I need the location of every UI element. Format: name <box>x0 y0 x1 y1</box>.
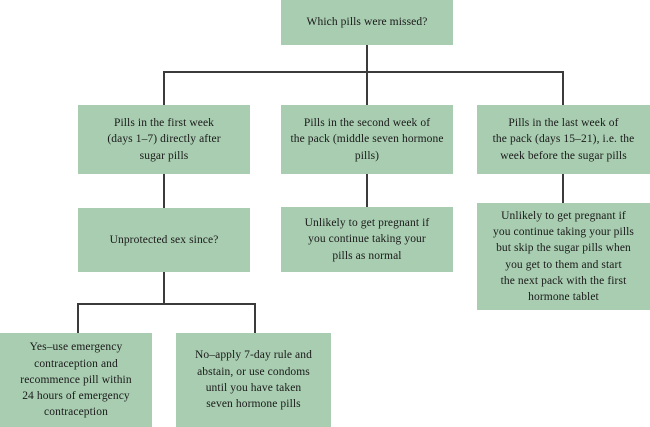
node-last-week: Pills in the last week of the pack (days… <box>477 105 650 174</box>
node-unprotected-sex-question: Unprotected sex since? <box>78 208 250 272</box>
node-yes-emergency-contraception: Yes–use emergency contraception and reco… <box>0 333 152 427</box>
node-label: Unlikely to get pregnant if you continue… <box>493 209 634 304</box>
node-label: Pills in the first week (days 1–7) direc… <box>107 117 221 162</box>
node-which-pills-missed: Which pills were missed? <box>281 0 453 45</box>
node-label: No–apply 7-day rule and abstain, or use … <box>195 349 312 411</box>
node-no-seven-day-rule: No–apply 7-day rule and abstain, or use … <box>176 333 331 427</box>
node-first-week: Pills in the first week (days 1–7) direc… <box>78 105 250 174</box>
edge-drop-yes-outcome <box>77 303 79 334</box>
edge-drop-second-week <box>366 71 368 106</box>
node-last-week-advice: Unlikely to get pregnant if you continue… <box>477 203 650 310</box>
edge-level1-split-bar <box>163 71 564 73</box>
node-label: Pills in the last week of the pack (days… <box>492 117 635 162</box>
edge-drop-no-outcome <box>254 303 256 334</box>
edge-question-stem <box>163 272 165 304</box>
node-second-week-advice: Unlikely to get pregnant if you continue… <box>281 207 453 272</box>
node-label: Unprotected sex since? <box>109 233 219 246</box>
node-label: Unlikely to get pregnant if you continue… <box>304 217 430 262</box>
edge-first-week-to-question <box>163 174 165 208</box>
edge-level3-split-bar <box>77 303 256 305</box>
node-label: Which pills were missed? <box>306 16 428 29</box>
edge-second-week-to-advice <box>366 174 368 207</box>
edge-root-stem <box>366 45 368 72</box>
node-label: Pills in the second week of the pack (mi… <box>290 117 444 162</box>
edge-last-week-to-advice <box>562 174 564 203</box>
edge-drop-first-week <box>163 71 165 106</box>
edge-drop-last-week <box>562 71 564 106</box>
node-second-week: Pills in the second week of the pack (mi… <box>281 105 453 174</box>
node-label: Yes–use emergency contraception and reco… <box>20 341 132 419</box>
